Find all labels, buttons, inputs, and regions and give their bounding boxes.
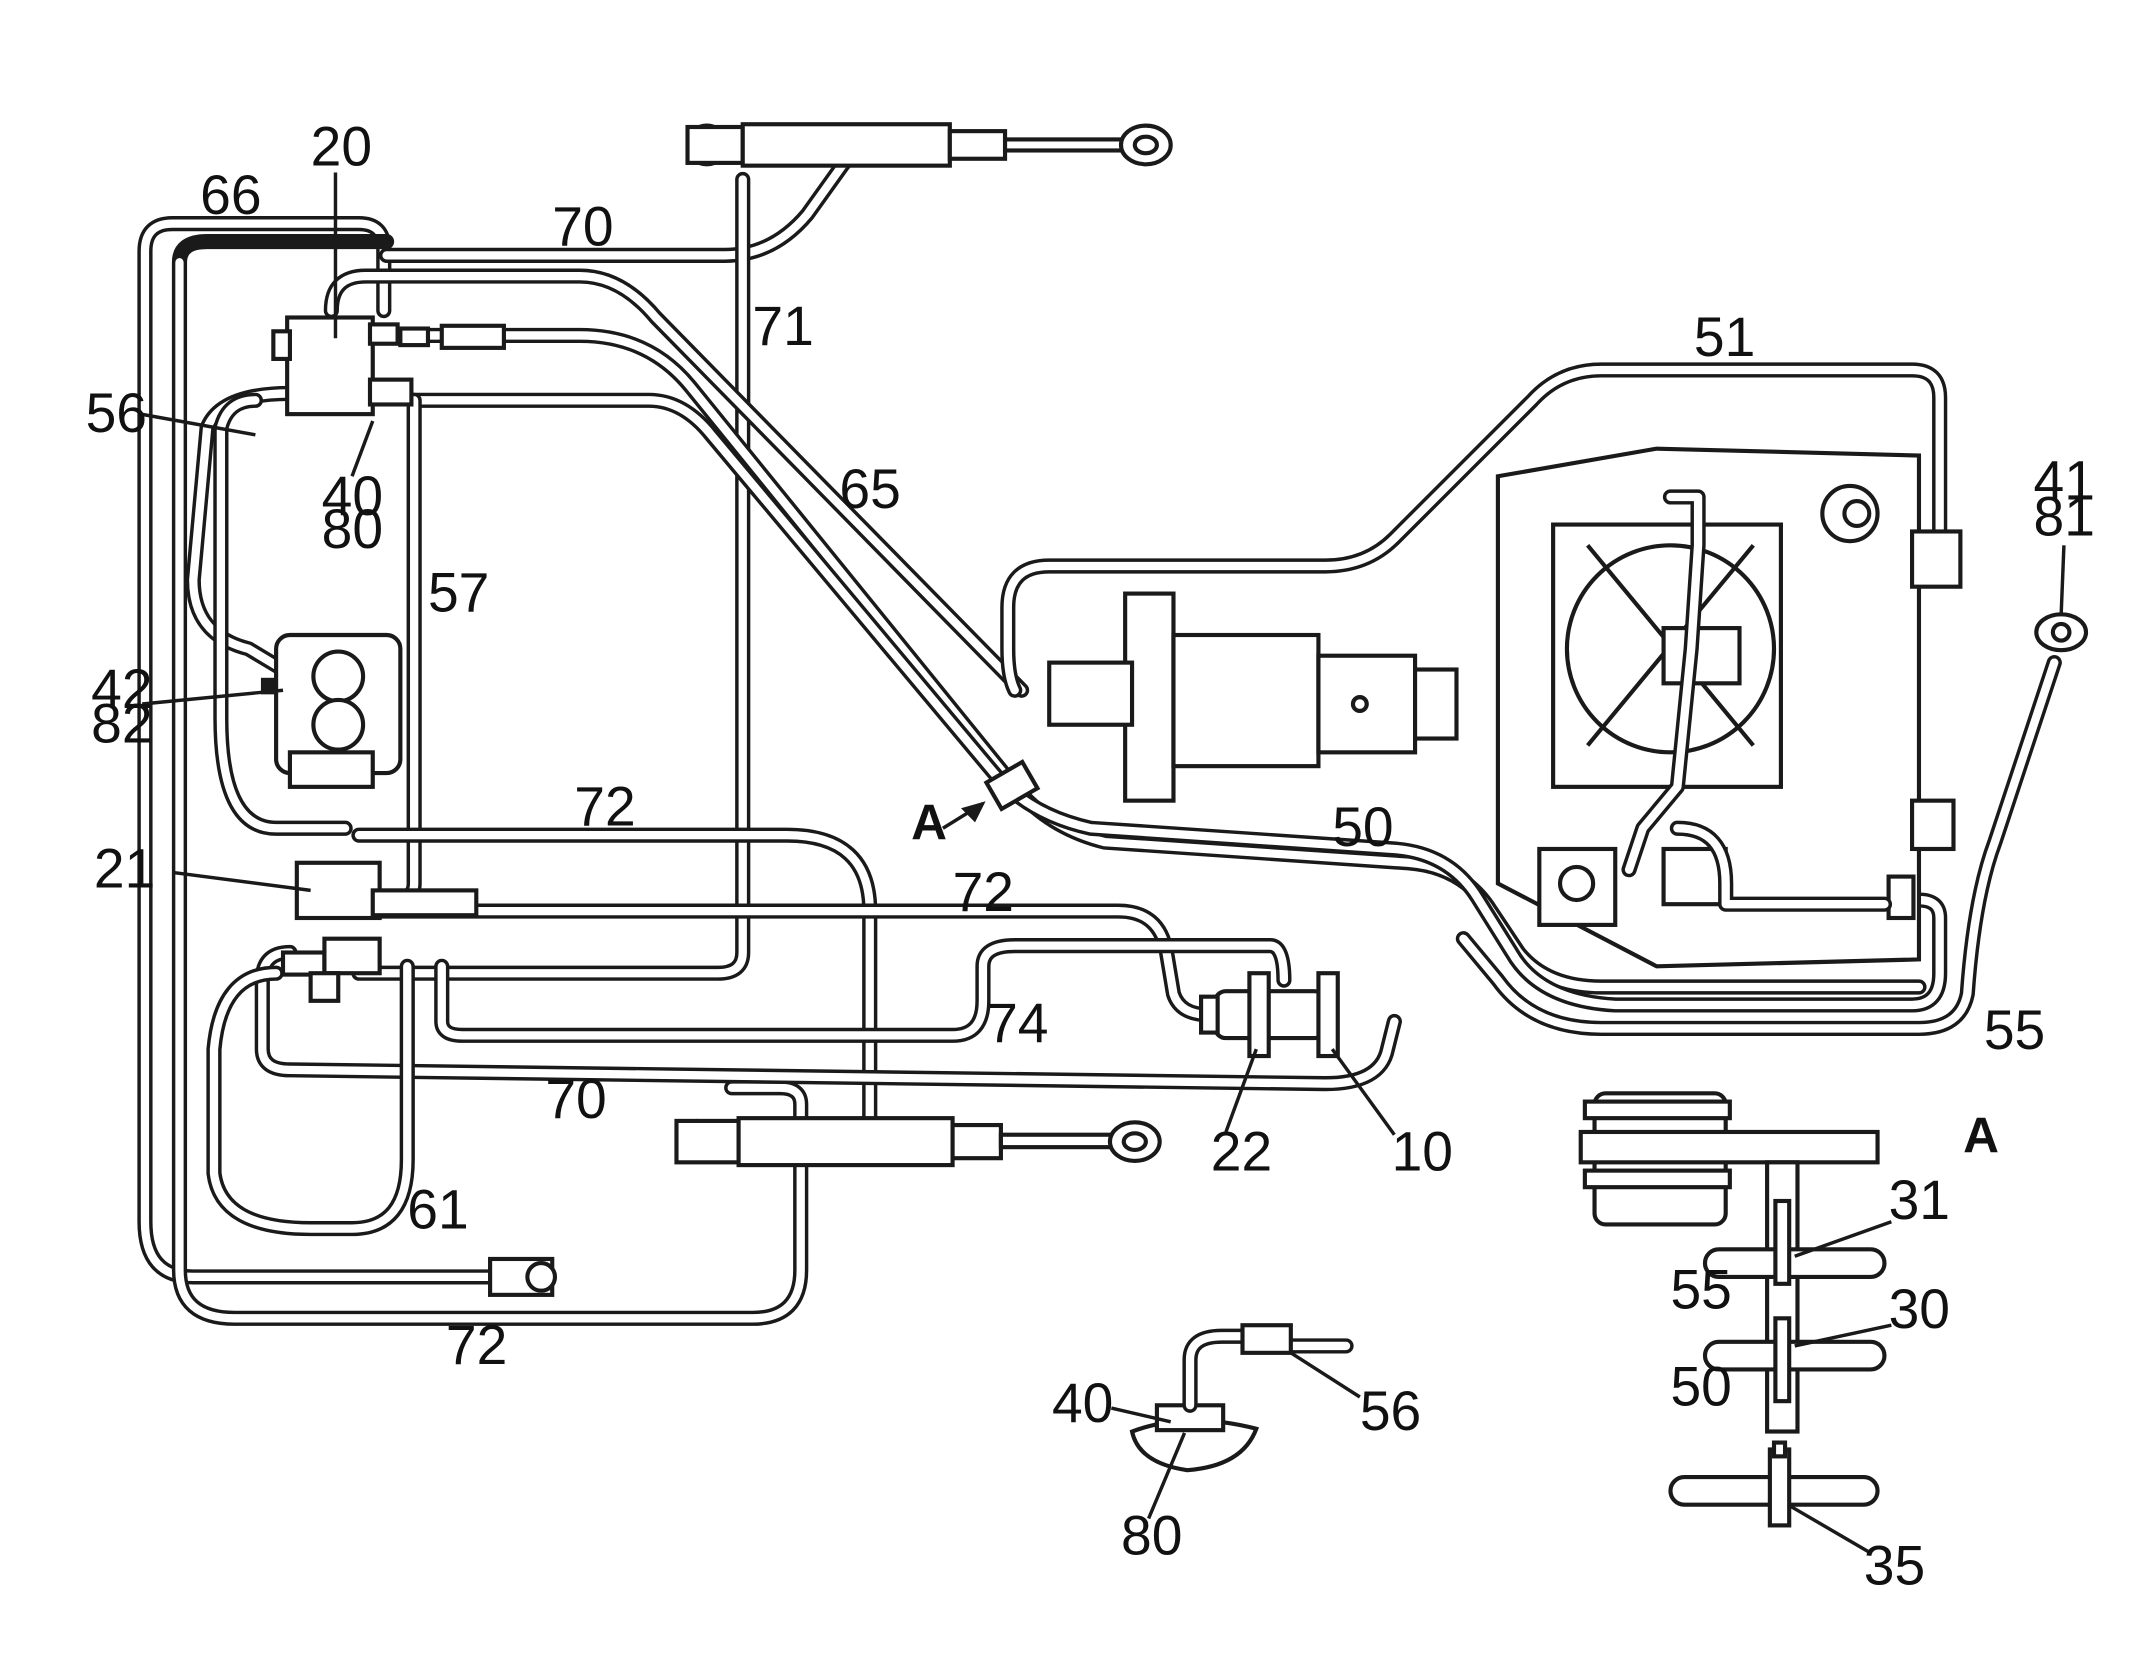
hose-72-mid	[351, 827, 974, 1154]
control-valve-20	[271, 315, 506, 417]
callout-51: 51	[1694, 306, 1755, 368]
hose-61	[206, 958, 415, 1237]
callout-56-main: 56	[86, 382, 147, 444]
callout-40-top: 40	[322, 465, 383, 527]
callout-35: 35	[1864, 1535, 1925, 1597]
callout-56-detail: 56	[1360, 1380, 1421, 1442]
section-A-arrow-label: A	[911, 794, 947, 850]
callout-40-detail: 40	[1052, 1372, 1113, 1434]
callout-72-bottom: 72	[446, 1314, 507, 1376]
callout-10: 10	[1392, 1121, 1453, 1183]
callout-41: 41	[2034, 450, 2095, 512]
callout-74: 74	[987, 992, 1048, 1054]
callout-81: 81	[2034, 486, 2095, 548]
callout-30: 30	[1889, 1278, 1950, 1340]
hose-72-right	[351, 903, 1216, 1023]
callout-labels: 20 66 70 71 51 56 40 80 65 41 81 57 42 8…	[86, 116, 2095, 1597]
detail-elbow-fitting	[1129, 1323, 1293, 1473]
callout-42: 42	[91, 658, 152, 720]
callout-22: 22	[1211, 1121, 1272, 1183]
callout-61: 61	[407, 1179, 468, 1241]
callout-70-bottom: 70	[545, 1068, 606, 1130]
section-A-detail-title: A	[1963, 1108, 1999, 1164]
callout-66: 66	[200, 164, 261, 226]
callout-82: 82	[91, 693, 152, 755]
callout-80-detail: 80	[1121, 1504, 1182, 1566]
callout-20: 20	[311, 116, 372, 178]
oil-cooler-frame	[1495, 446, 1963, 969]
callout-31: 31	[1889, 1169, 1950, 1231]
engine-drive-unit	[1047, 591, 1459, 803]
clamp-A-location	[983, 759, 1041, 812]
gear-pump	[260, 632, 403, 789]
detail-A-clamp	[1578, 1091, 1887, 1528]
leader-lines	[140, 172, 2066, 1555]
callout-71: 71	[752, 295, 813, 357]
hose-end-fitting	[488, 1256, 558, 1297]
bulkhead-fitting-41	[2034, 612, 2089, 653]
callout-57: 57	[428, 562, 489, 624]
callout-50-main: 50	[1332, 796, 1393, 858]
callout-65: 65	[839, 458, 900, 520]
callout-21: 21	[94, 838, 155, 900]
callout-80-top: 80	[322, 498, 383, 560]
callout-55-main: 55	[1984, 999, 2045, 1061]
lift-cylinder-bottom	[674, 1116, 1162, 1168]
filter-22	[1199, 971, 1340, 1059]
callout-72-mid: 72	[574, 776, 635, 838]
arrow-icon	[960, 801, 986, 823]
lift-cylinder-top	[685, 122, 1173, 168]
callout-72-right: 72	[953, 861, 1014, 923]
callout-70-top: 70	[552, 196, 613, 258]
callout-55-detail: 55	[1670, 1259, 1731, 1321]
callout-50-detail: 50	[1670, 1355, 1731, 1417]
